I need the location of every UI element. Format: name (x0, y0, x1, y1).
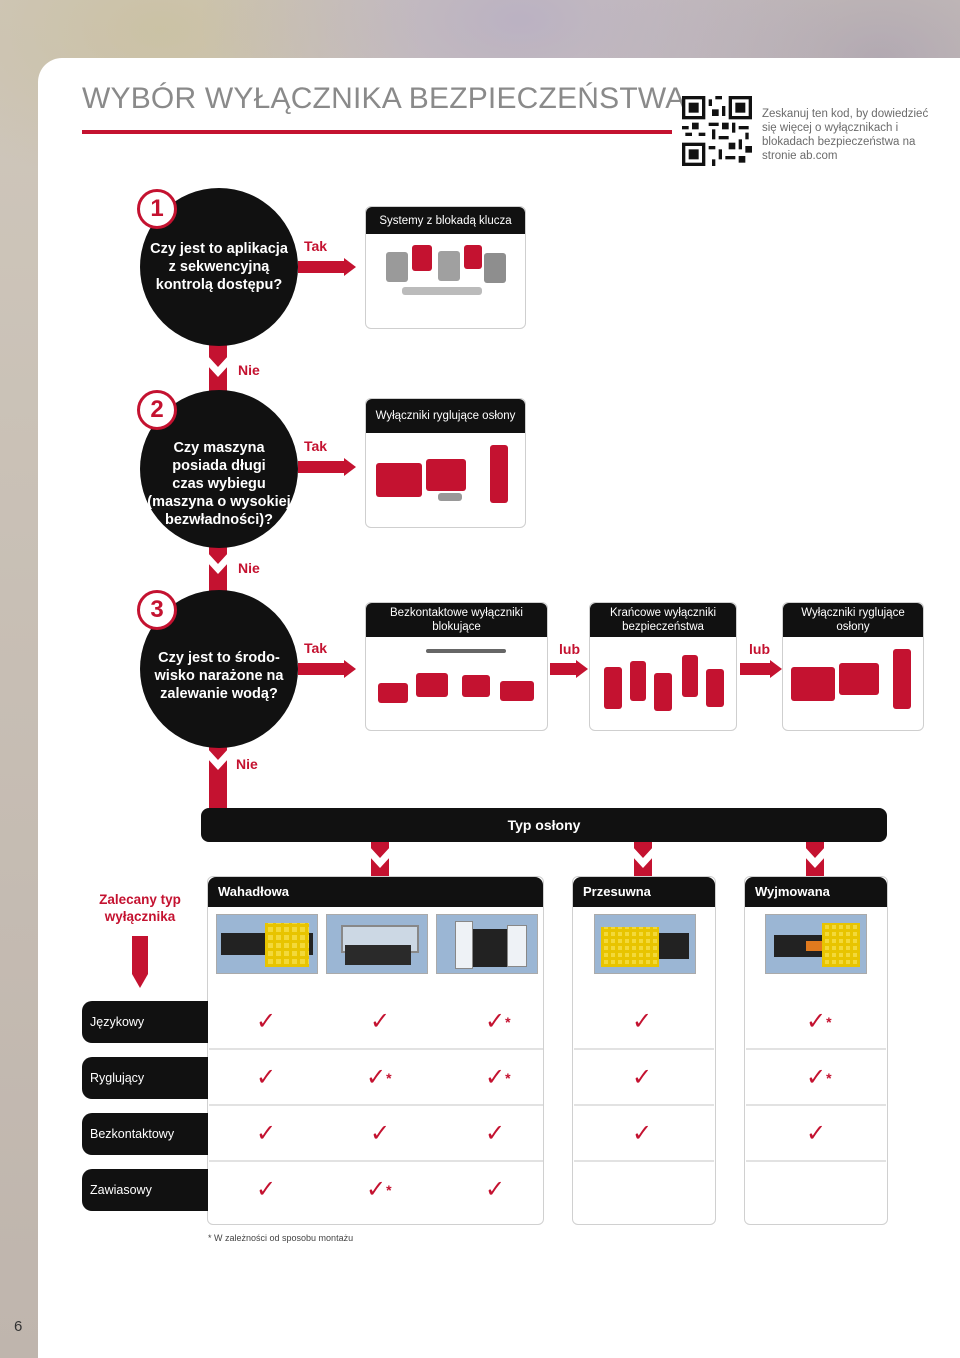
footnote-asterisk: * (826, 1014, 832, 1030)
row-divider (574, 1048, 714, 1050)
row-divider (746, 1104, 886, 1106)
arrow-right-icon (740, 660, 782, 678)
arrow-right-icon (298, 660, 356, 678)
row-divider (574, 1104, 714, 1106)
row-label-hinge: Zawiasowy (82, 1169, 208, 1211)
row-label-noncontact: Bezkontaktowy (82, 1113, 208, 1155)
yes-label: Tak (304, 438, 328, 454)
title-underline (82, 130, 672, 134)
product-box-limit-switch: Krańcowe wyłączniki bezpieczeństwa (589, 602, 737, 731)
matrix-cell: ✓ (256, 1064, 277, 1091)
footnote-asterisk: * (505, 1070, 511, 1086)
chevron-down-icon (207, 748, 229, 770)
matrix-cell: ✓* (366, 1064, 392, 1091)
row-divider (746, 1160, 886, 1162)
footnote: * W zależności od sposobu montażu (208, 1233, 354, 1243)
matrix-cell: ✓* (366, 1176, 392, 1203)
product-box-key-interlock: Systemy z blokadą klucza (365, 206, 526, 329)
recommended-label: Zalecany typ wyłącznika (99, 892, 181, 924)
page-number: 6 (14, 1318, 23, 1335)
guard-image (216, 914, 318, 974)
guard-image (765, 914, 867, 974)
row-divider (574, 1160, 714, 1162)
matrix-cell: ✓* (806, 1008, 832, 1035)
arrow-right-icon (298, 258, 356, 276)
guard-image (594, 914, 696, 974)
matrix-cell: ✓ (632, 1008, 653, 1035)
step-2-badge: 2 (137, 390, 177, 430)
matrix-cell: ✓ (632, 1064, 653, 1091)
matrix-cell: ✓ (485, 1176, 506, 1203)
matrix-cell: ✓ (370, 1008, 391, 1035)
step-1-badge: 1 (137, 189, 177, 229)
row-divider (746, 1048, 886, 1050)
matrix-cell: ✓ (485, 1120, 506, 1147)
chevron-down-icon (632, 846, 654, 868)
footnote-asterisk: * (386, 1182, 392, 1198)
or-label: lub (559, 641, 580, 657)
no-label: Nie (238, 362, 260, 378)
arrow-right-icon (298, 458, 356, 476)
no-label: Nie (238, 560, 260, 576)
arrow-right-icon (550, 660, 588, 678)
no-label: Nie (236, 756, 258, 772)
matrix-cell: ✓* (806, 1064, 832, 1091)
footnote-asterisk: * (386, 1070, 392, 1086)
chevron-down-icon (207, 552, 229, 574)
matrix-cell: ✓ (806, 1120, 827, 1147)
matrix-cell: ✓* (485, 1064, 511, 1091)
matrix-cell: ✓ (370, 1120, 391, 1147)
step-3-badge: 3 (137, 590, 177, 630)
row-divider (209, 1048, 543, 1050)
guard-image (326, 914, 428, 974)
product-box-guard-locking-2: Wyłączniki ryglujące osłony (782, 602, 924, 731)
or-label: lub (749, 641, 770, 657)
row-label-locking: Ryglujący (82, 1057, 208, 1099)
chevron-down-icon (207, 355, 229, 377)
row-label-tongue: Językowy (82, 1001, 208, 1043)
product-box-guard-locking: Wyłączniki ryglujące osłony (365, 398, 526, 528)
product-box-noncontact: Bezkontaktowe wyłączniki blokujące (365, 602, 548, 731)
row-divider (209, 1104, 543, 1106)
matrix-cell: ✓* (485, 1008, 511, 1035)
matrix-cell: ✓ (256, 1120, 277, 1147)
qr-caption: Zeskanuj ten kod, by dowiedzieć się więc… (762, 108, 929, 162)
chevron-down-icon (369, 846, 391, 868)
matrix-cell: ✓ (256, 1176, 277, 1203)
guard-type-bar: Typ osłony (201, 808, 887, 842)
guard-image (436, 914, 538, 974)
arrow-down-icon (132, 936, 148, 988)
matrix-cell: ✓ (256, 1008, 277, 1035)
footnote-asterisk: * (505, 1014, 511, 1030)
qr-code-icon (682, 96, 752, 166)
row-divider (209, 1160, 543, 1162)
chevron-down-icon (804, 846, 826, 868)
matrix-cell: ✓ (632, 1120, 653, 1147)
yes-label: Tak (304, 238, 328, 254)
footnote-asterisk: * (826, 1070, 832, 1086)
yes-label: Tak (304, 640, 328, 656)
page-title: WYBÓR WYŁĄCZNIKA BEZPIECZEŃSTWA (82, 82, 686, 115)
